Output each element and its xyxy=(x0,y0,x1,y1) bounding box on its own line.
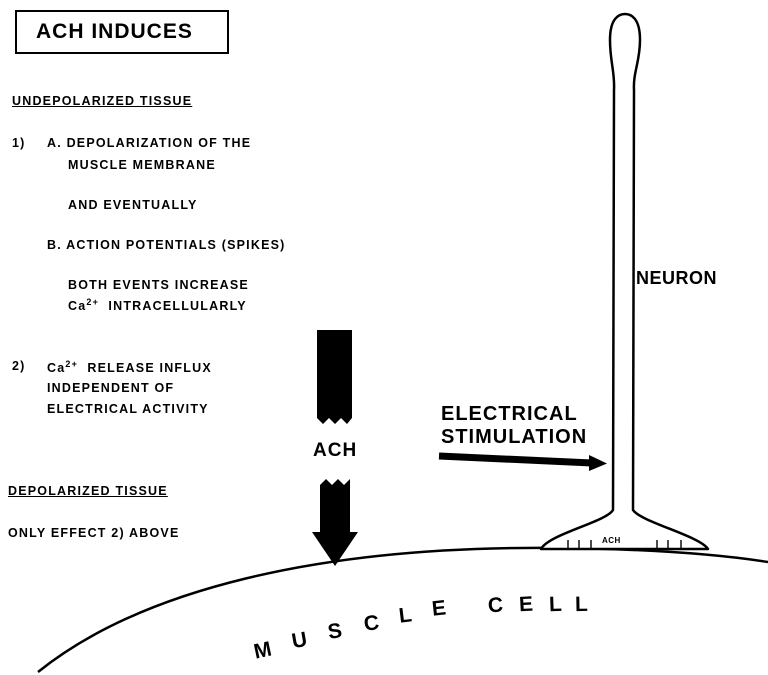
muscle-letter-e: E xyxy=(431,596,447,621)
muscle-letter-l: L xyxy=(398,603,414,628)
stimulation-label-line1: ELECTRICAL xyxy=(441,403,578,426)
neuron-label: NEURON xyxy=(636,268,717,289)
stimulation-arrow-head xyxy=(589,455,607,471)
ach-arrow-lower-shaft xyxy=(320,479,350,534)
cell-letter-l1: L xyxy=(549,593,563,617)
stimulation-arrow-shaft xyxy=(439,456,592,463)
cell-letter-e: E xyxy=(518,593,533,618)
stimulation-label-line2: STIMULATION xyxy=(441,426,587,449)
arrow-label-ach: ACH xyxy=(313,440,357,462)
ach-arrow-upper-shaft xyxy=(317,330,352,424)
cell-letter-l2: L xyxy=(575,593,588,617)
muscle-letter-c: C xyxy=(362,611,380,637)
cell-letter-c: C xyxy=(487,594,504,619)
terminal-ach-label: ACH xyxy=(602,536,621,545)
